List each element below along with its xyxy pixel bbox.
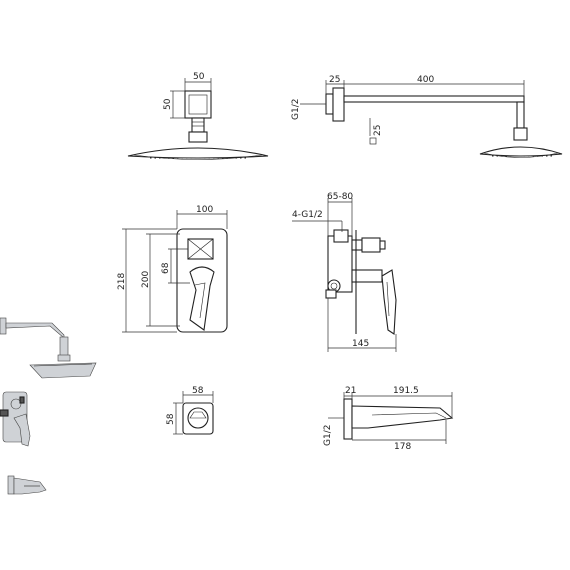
dim-arm-square: 25 (373, 125, 383, 136)
dim-valve-span: 65-80 (327, 192, 353, 202)
dim-arm-thread: G1/2 (291, 99, 301, 120)
dim-plate-height-outer: 218 (117, 273, 127, 290)
dim-lever-offset: 68 (161, 262, 171, 274)
valve-body-side-view: 65-80 4-G1/2 145 (292, 192, 397, 352)
dim-plate-width: 100 (196, 205, 213, 215)
dim-spout-thread: G1/2 (323, 425, 333, 446)
shower-arm-side-view: 25 400 G1/2 25 (291, 75, 563, 158)
preview-shower-arm-head (0, 317, 97, 379)
dim-arm-offset: 25 (329, 75, 340, 85)
dim-spout-offset: 21 (345, 386, 356, 396)
dim-head-width: 50 (193, 72, 205, 82)
dim-valve-depth: 145 (352, 339, 369, 349)
spout-plate-front-view: 58 58 (166, 386, 214, 435)
preview-mixer-valve (0, 391, 31, 447)
shower-head-front-view: 50 50 (127, 72, 269, 160)
mixer-plate-front-view: 100 218 200 68 (117, 205, 228, 333)
bath-spout-side-view: 21 191.5 178 G1/2 (323, 386, 454, 452)
dim-valve-inlets: 4-G1/2 (292, 210, 323, 220)
dim-spout-plate-width: 58 (192, 386, 204, 396)
dim-spout-length: 191.5 (393, 386, 419, 396)
dim-arm-length: 400 (417, 75, 434, 85)
dim-head-height: 50 (163, 98, 173, 110)
dim-spout-reach: 178 (394, 442, 411, 452)
dim-spout-plate-height: 58 (166, 413, 176, 425)
dim-plate-height-inner: 200 (141, 271, 151, 288)
preview-bath-spout (7, 475, 47, 495)
